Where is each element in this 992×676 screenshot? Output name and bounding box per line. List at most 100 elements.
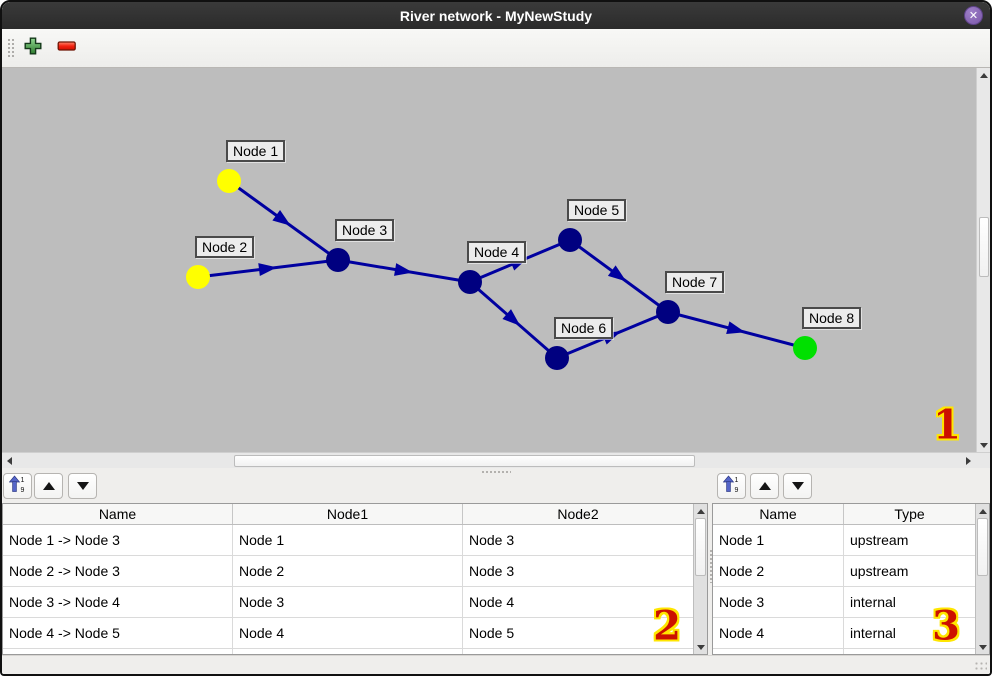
cell-name[interactable]: Node 4 [713,618,844,648]
arrow-right-icon [965,457,971,465]
graph-node-node-3[interactable] [326,248,350,272]
nodes-sort-button[interactable]: 1 9 [717,473,746,499]
cell-name[interactable]: Node 1 -> Node 3 [3,525,233,555]
close-button[interactable]: ✕ [964,6,983,25]
scroll-down-button[interactable] [694,640,707,654]
cell-node2[interactable]: Node 3 [469,563,515,579]
cell-type[interactable]: upstream [850,532,909,548]
river-network-canvas[interactable]: Node 1 Node 2 Node 3 Node 4 Node 5 Node 6 Node… [2,68,976,452]
cell-node1[interactable]: Node 4 [233,618,463,648]
node-label[interactable]: Node 5 [567,199,627,221]
reaches-sort-button[interactable]: 1 9 [3,473,32,499]
table-row[interactable]: Node 3 -> Node 4 Node 3 Node 4 [3,587,693,618]
cell-node2[interactable]: Node 4 [469,594,515,610]
table-row[interactable]: Node 3 internal [713,587,975,618]
arrow-down-icon [978,644,987,650]
toolbar-grip[interactable] [7,38,15,59]
cell-name[interactable]: Node 2 [713,556,844,586]
cell-node2[interactable]: Node 3 [469,532,515,548]
table-row[interactable]: Node 2 upstream [713,556,975,587]
node-label[interactable]: Node 4 [467,241,527,263]
arrow-left-icon [6,457,12,465]
node-label[interactable]: Node 1 [226,140,286,162]
cell-name[interactable]: Node 4 -> Node 5 [3,618,233,648]
reaches-move-down-button[interactable] [68,473,97,499]
title-bar[interactable]: River network - MyNewStudy ✕ [2,2,990,29]
graph-node-node-4[interactable] [458,270,482,294]
vertical-scroll-thumb[interactable] [695,518,706,576]
graph-node-node-7[interactable] [656,300,680,324]
edge-arrow-icon [726,321,746,334]
cell-name[interactable]: Node 1 [713,525,844,555]
horizontal-scroll-thumb[interactable] [234,455,695,467]
cell-name[interactable]: Node 2 -> Node 3 [3,556,233,586]
arrow-up-icon [696,508,705,514]
reaches-header-row: Name Node1 Node2 [3,504,693,525]
cell-node1[interactable]: Node 2 [233,556,463,586]
edge-arrow-icon [272,209,291,226]
scroll-up-button[interactable] [977,68,990,82]
edge-arrow-icon [607,265,627,282]
cell-type[interactable]: internal [850,594,896,610]
reaches-table: Name Node1 Node2 Node 1 -> Node 3 Node 1… [2,503,708,655]
horizontal-splitter-handle[interactable] [481,470,511,474]
scroll-up-button[interactable] [694,504,707,518]
column-header-node1[interactable]: Node1 [233,504,463,524]
nodes-move-up-button[interactable] [750,473,779,499]
table-row-partial [713,649,975,654]
remove-button[interactable] [54,35,80,61]
node-label[interactable]: Node 8 [802,307,862,329]
table-row[interactable]: Node 2 -> Node 3 Node 2 Node 3 [3,556,693,587]
column-header-type[interactable]: Type [894,506,925,522]
scroll-right-button[interactable] [961,454,975,468]
vertical-scroll-thumb[interactable] [979,217,989,277]
cell-name[interactable]: Node 3 -> Node 4 [3,587,233,617]
table-row[interactable]: Node 1 upstream [713,525,975,556]
cell-type[interactable]: internal [850,625,896,641]
move-up-icon [42,482,55,490]
svg-text:9: 9 [735,487,739,493]
cell-node1[interactable]: Node 1 [233,525,463,555]
table-row[interactable]: Node 4 internal [713,618,975,649]
nodes-move-down-button[interactable] [783,473,812,499]
empty-cell [844,649,975,654]
table-row[interactable]: Node 4 -> Node 5 Node 4 Node 5 [3,618,693,649]
arrow-down-icon [980,442,988,448]
scroll-down-button[interactable] [976,640,989,654]
vertical-scroll-thumb[interactable] [977,518,988,576]
column-header-node2[interactable]: Node2 [557,506,599,522]
node-label[interactable]: Node 3 [335,219,395,241]
column-header-name[interactable]: Name [713,504,844,524]
graph-node-node-6[interactable] [545,346,569,370]
window-resize-grip[interactable] [974,661,987,672]
reaches-move-up-button[interactable] [34,473,63,499]
move-down-icon [791,482,804,490]
node-label[interactable]: Node 7 [665,271,725,293]
canvas-vertical-scrollbar[interactable] [976,68,990,452]
cell-type[interactable]: upstream [850,563,909,579]
add-icon [24,37,42,60]
graph-node-node-5[interactable] [558,228,582,252]
nodes-table-scrollbar[interactable] [975,504,989,654]
arrow-up-icon [978,508,987,514]
scroll-down-button[interactable] [977,438,990,452]
reaches-table-scrollbar[interactable] [693,504,707,654]
scroll-up-button[interactable] [976,504,989,518]
graph-node-node-8[interactable] [793,336,817,360]
cell-node1[interactable]: Node 3 [233,587,463,617]
node-label[interactable]: Node 2 [195,236,255,258]
cell-name[interactable]: Node 3 [713,587,844,617]
svg-text:1: 1 [735,476,739,483]
graph-node-node-2[interactable] [186,265,210,289]
graph-node-node-1[interactable] [217,169,241,193]
scroll-left-button[interactable] [2,454,16,468]
sort-ascending-icon: 1 9 [8,474,26,498]
column-header-name[interactable]: Name [3,504,233,524]
vertical-splitter-handle[interactable] [709,549,713,583]
node-label[interactable]: Node 6 [554,317,614,339]
canvas-horizontal-scrollbar[interactable] [2,452,990,468]
add-button[interactable] [20,35,46,61]
cell-node2[interactable]: Node 5 [469,625,515,641]
table-row[interactable]: Node 1 -> Node 3 Node 1 Node 3 [3,525,693,556]
